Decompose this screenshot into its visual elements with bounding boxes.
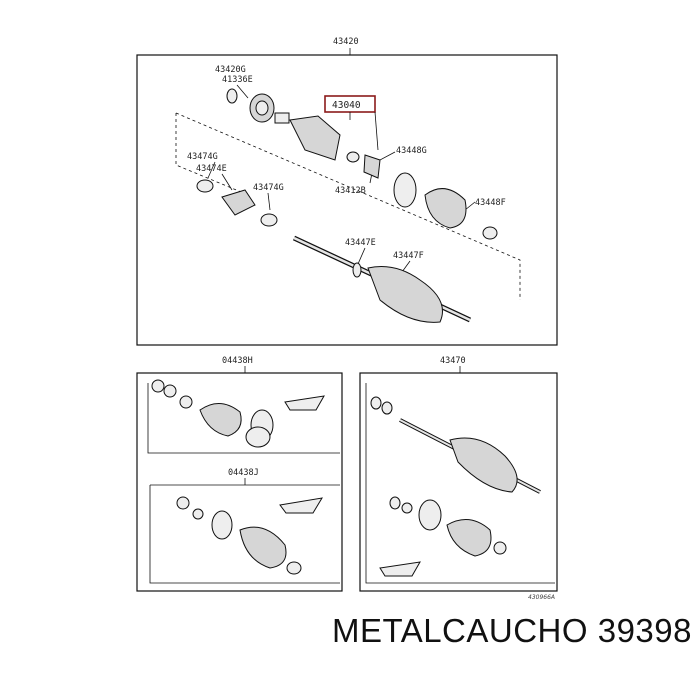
kit-j-ring-2: [192, 508, 204, 520]
ring-43474g-b: [260, 213, 278, 227]
dashed-guide-upper: [175, 112, 521, 300]
stub-shaft: [274, 112, 290, 124]
label-43474e: 43474E: [196, 164, 227, 174]
asm-boot-2: [446, 519, 492, 557]
dashed-guide-left: [175, 113, 247, 195]
kit-h-bracket: [147, 383, 340, 454]
kit-h-boot: [199, 403, 242, 437]
assembly-panel-frame: [359, 372, 558, 592]
figure-code: 430966A: [528, 594, 555, 601]
ring-43474g-a: [196, 179, 214, 193]
asm-ring-5: [493, 541, 507, 555]
label-04438j: 04438J: [228, 468, 259, 478]
label-43470: 43470: [440, 356, 466, 366]
leader-43040-b: [374, 111, 379, 151]
boot-43447f: [367, 266, 443, 323]
kit-j-clamp: [211, 510, 233, 540]
clamp-43448g: [393, 172, 417, 208]
label-43412b: 43412B: [335, 186, 366, 196]
seal-41336e-inner: [255, 100, 269, 116]
asm-ring-2: [381, 401, 393, 415]
label-43447e: 43447E: [345, 238, 376, 248]
label-43474g-b: 43474G: [253, 183, 284, 193]
leader-43448g: [379, 151, 396, 161]
leader-43447e: [357, 247, 366, 265]
kit-h-clamp-mid: [245, 426, 271, 448]
assembly-bracket: [365, 383, 555, 584]
inner-joint-43474e: [221, 189, 256, 216]
kit-h-ring-1: [151, 379, 165, 393]
leader-43447f: [401, 260, 411, 273]
asm-ring-3: [389, 496, 401, 510]
leader-43448f: [464, 201, 476, 211]
top-panel-frame: [136, 54, 558, 346]
snap-ring-43420g: [226, 88, 238, 104]
asm-boot: [449, 437, 518, 493]
label-43448g: 43448G: [396, 146, 427, 156]
kit-panel-frame: [136, 372, 343, 592]
label-43448f: 43448F: [475, 198, 506, 208]
kit-j-grease-pack: [279, 497, 323, 514]
tripod-43412b: [363, 154, 381, 179]
leader-41336e: [236, 84, 249, 99]
leader-43474g-a: [207, 161, 216, 179]
leader-43474e: [221, 173, 233, 191]
kit-j-boot: [239, 526, 287, 569]
label-43420g: 43420G: [215, 65, 246, 75]
asm-ring-4: [401, 502, 413, 514]
caption-title: METALCAUCHO 39398: [331, 612, 692, 649]
outer-joint-43040: [289, 115, 341, 161]
ring-small: [346, 151, 360, 163]
clamp-small-43448f: [482, 226, 498, 240]
label-43447f: 43447F: [393, 251, 424, 261]
kit-j-bracket: [149, 485, 340, 584]
leader-43474g-b: [267, 192, 271, 211]
asm-ring-1: [370, 396, 382, 410]
asm-grease-pack: [379, 561, 421, 577]
kit-h-ring-2: [163, 384, 177, 398]
label-04438h: 04438H: [222, 356, 253, 366]
clamp-43447e: [352, 262, 362, 278]
kit-h-ring-3: [179, 395, 193, 409]
kit-h-grease-pack: [284, 395, 325, 411]
label-41336e: 41336E: [222, 75, 253, 85]
boot-43448f: [424, 188, 467, 229]
asm-clamp: [418, 499, 442, 531]
label-43474g-a: 43474G: [187, 152, 218, 162]
kit-j-ring-1: [176, 496, 190, 510]
label-43040: 43040: [332, 100, 361, 111]
label-43420: 43420: [333, 37, 359, 47]
kit-j-ring-3: [286, 561, 302, 575]
